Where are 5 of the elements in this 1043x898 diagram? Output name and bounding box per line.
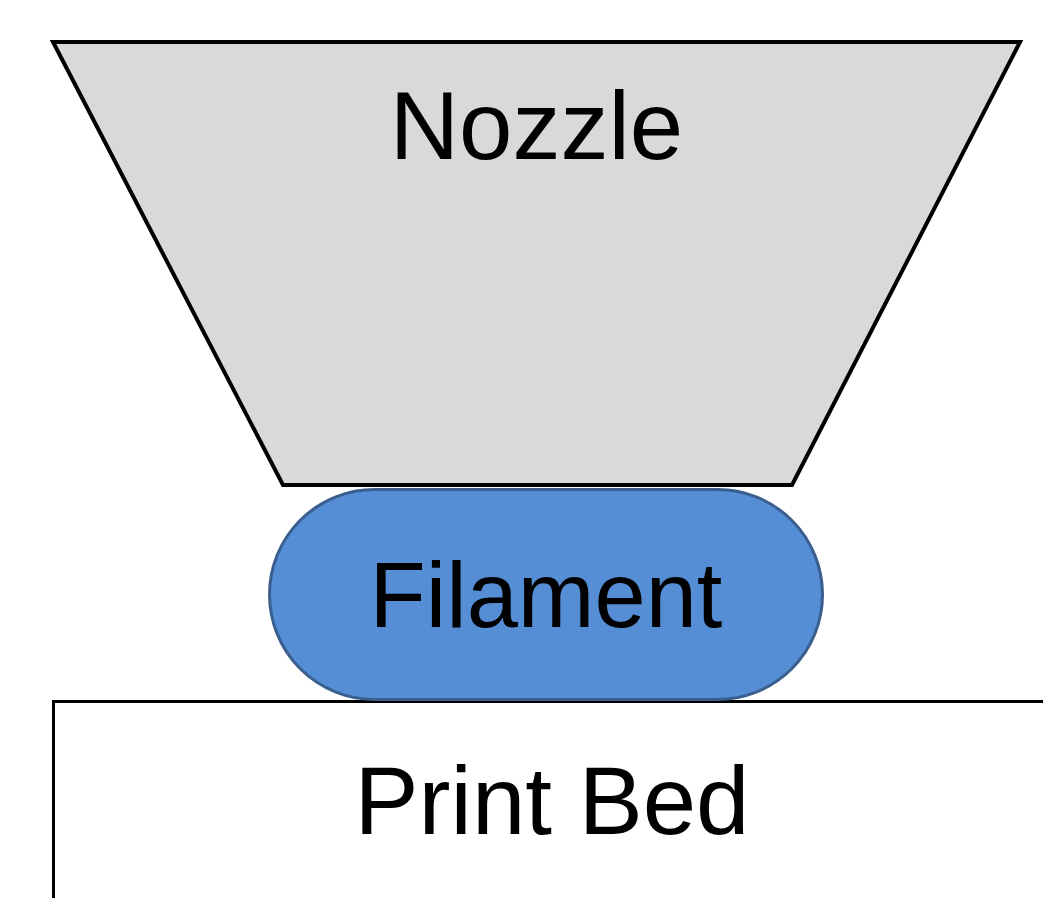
nozzle-trapezoid <box>51 40 1022 487</box>
print-bed-box <box>52 700 1043 898</box>
filament-label: Filament <box>369 548 723 641</box>
print-bed-label: Print Bed <box>354 753 750 849</box>
nozzle-label: Nozzle <box>389 78 684 174</box>
